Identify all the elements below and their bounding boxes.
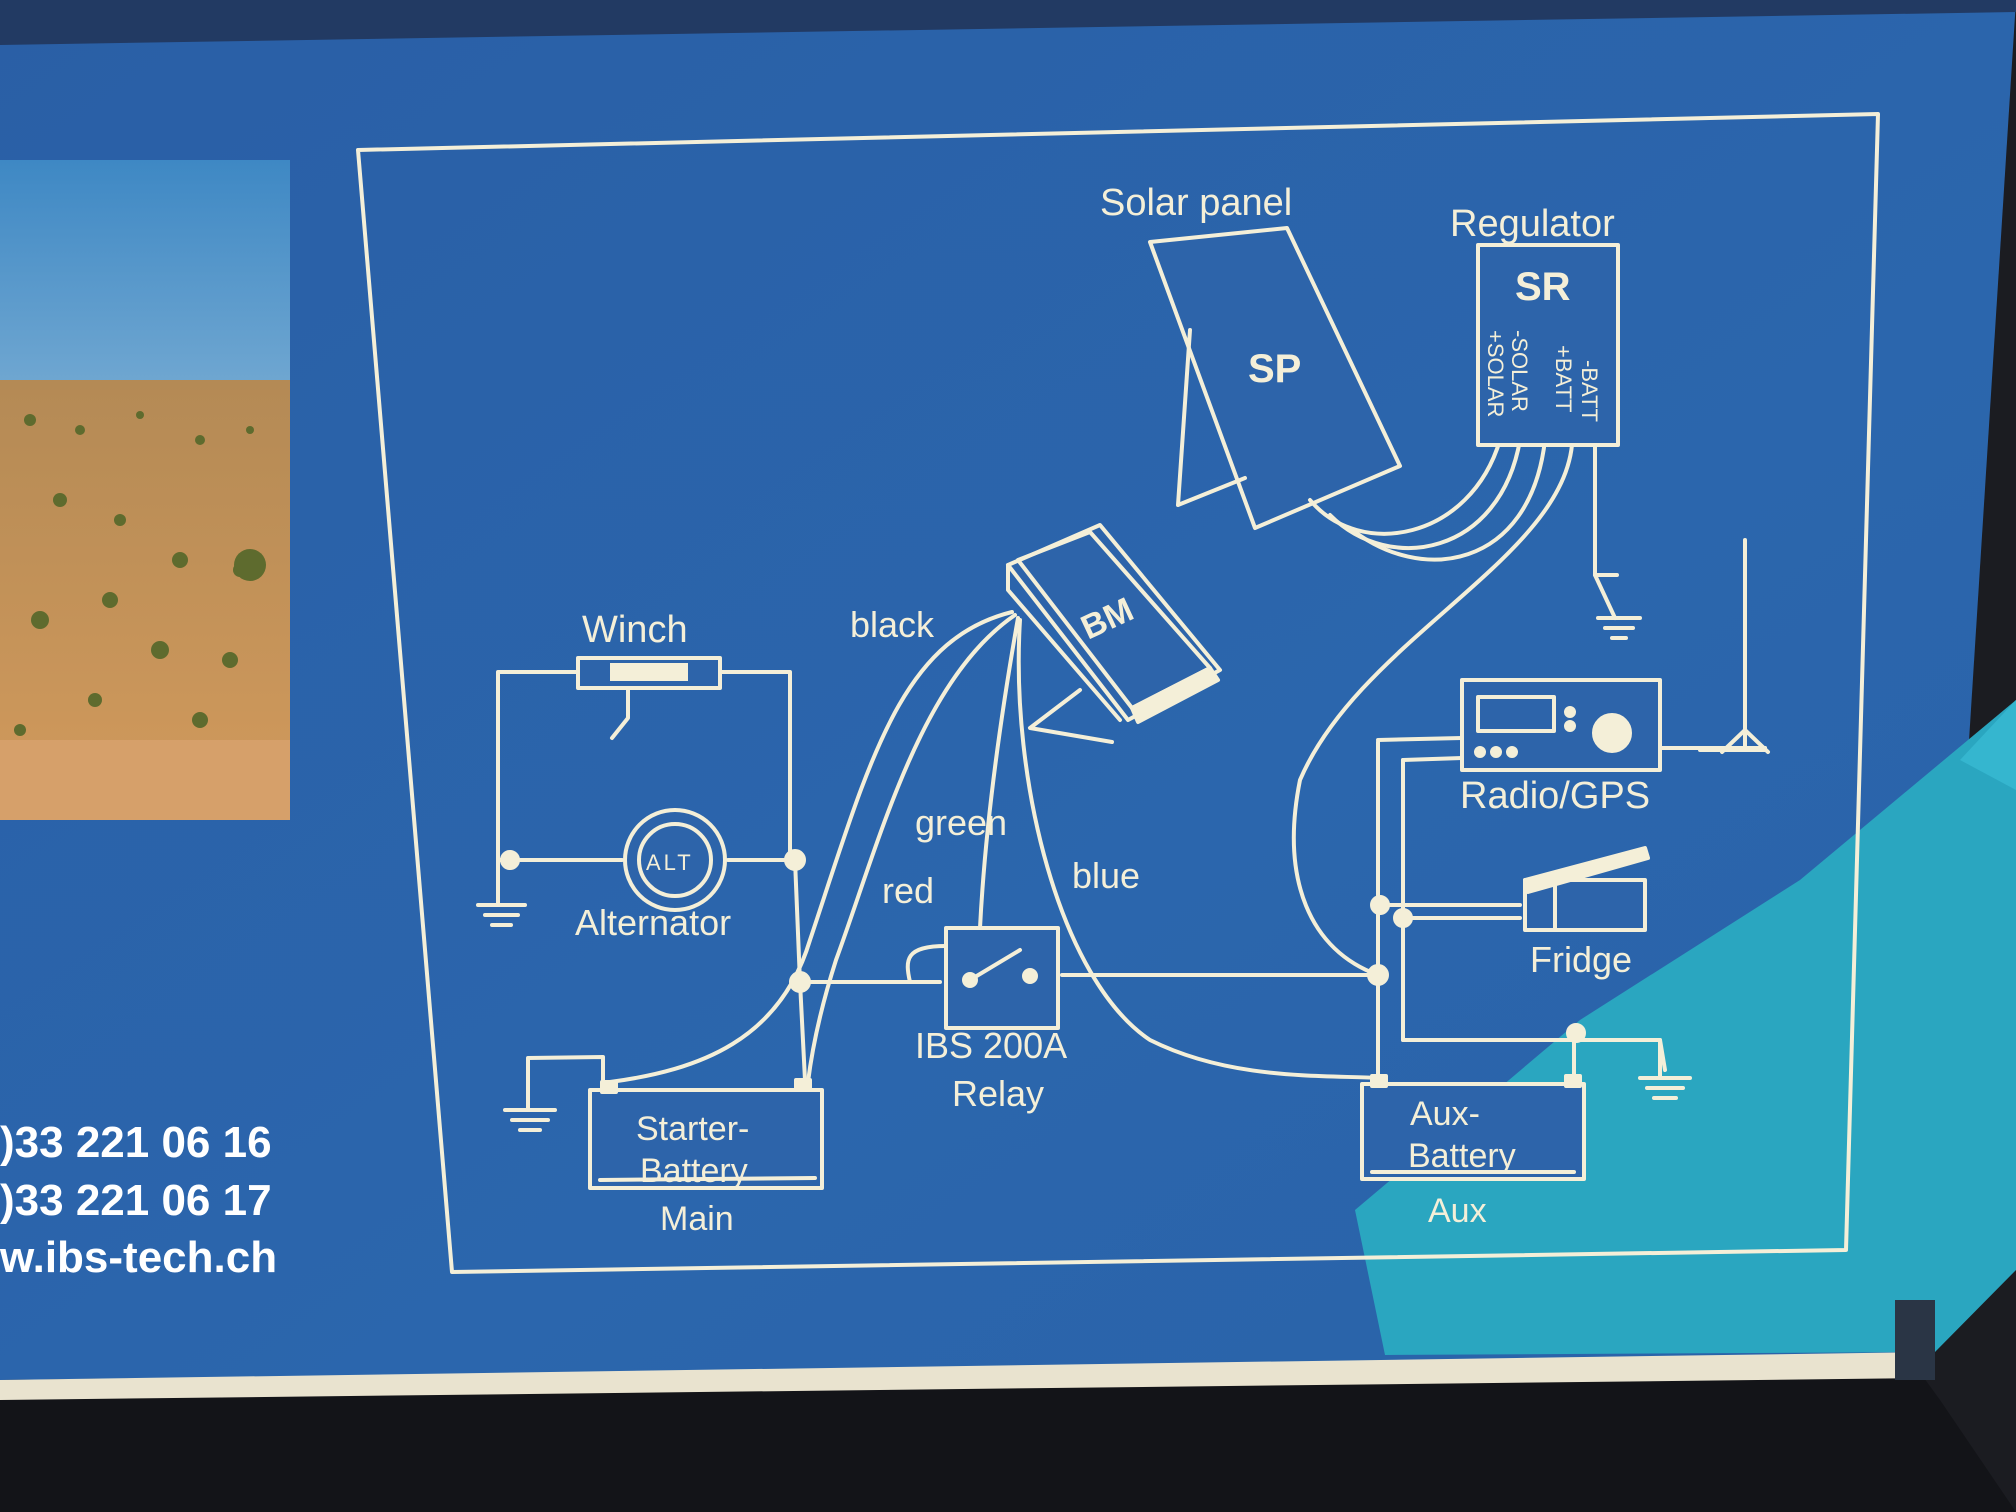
diagram-labels: Solar panel SP Regulator SR +SOLAR -SOLA…	[575, 182, 1650, 1238]
starter-battery	[503, 1055, 824, 1190]
radio-gps	[1376, 538, 1770, 772]
regulator-batt-wire	[1291, 443, 1574, 977]
aux-battery-line1: Aux-	[1410, 1095, 1480, 1133]
radio-label: Radio/GPS	[1460, 775, 1650, 817]
relay-label-line2: Relay	[952, 1073, 1044, 1114]
desert-photo	[0, 160, 290, 820]
solar-panel-code: SP	[1248, 347, 1301, 391]
aux-battery	[1360, 1038, 1586, 1181]
regulator-code: SR	[1515, 265, 1571, 309]
wire-green	[978, 616, 1020, 930]
starter-battery-line1: Starter-	[636, 1110, 749, 1148]
fridge	[1523, 846, 1650, 932]
solar-panel	[1148, 226, 1547, 562]
fax-number: )33 221 06 17	[0, 1176, 272, 1225]
winch-label: Winch	[582, 609, 688, 651]
website-url: w.ibs-tech.ch	[0, 1233, 277, 1282]
winch	[496, 656, 792, 869]
wire-green-label: green	[915, 802, 1007, 843]
alternator-badge: ALT	[646, 850, 694, 875]
wire-black-label: black	[850, 604, 935, 645]
aux-battery-line2: Battery	[1408, 1137, 1516, 1175]
starter-battery-line2: Battery	[640, 1152, 748, 1190]
wire-red	[806, 613, 1017, 1084]
ibs-relay	[905, 926, 1060, 1030]
relay-label-line1: IBS 200A	[915, 1025, 1067, 1066]
terminal-plus-batt: +BATT	[1551, 345, 1576, 412]
wire-blue	[1016, 618, 1380, 1080]
regulator-label: Regulator	[1450, 203, 1615, 245]
wire-black	[608, 610, 1014, 1084]
starter-battery-caption: Main	[660, 1200, 734, 1238]
fridge-label: Fridge	[1530, 939, 1632, 980]
solar-panel-label: Solar panel	[1100, 182, 1292, 224]
wire-blue-label: blue	[1072, 855, 1140, 896]
aux-battery-caption: Aux	[1428, 1192, 1487, 1230]
alternator-label: Alternator	[575, 902, 731, 943]
alternator	[476, 808, 806, 927]
wire-red-label: red	[882, 870, 934, 911]
terminal-plus-solar: +SOLAR	[1483, 330, 1508, 417]
phone-number: )33 221 06 16	[0, 1118, 272, 1167]
terminal-minus-batt: -BATT	[1577, 360, 1602, 422]
battery-monitor	[1006, 523, 1222, 744]
diagram-frame	[356, 112, 1880, 1274]
terminal-minus-solar: -SOLAR	[1507, 330, 1532, 412]
wiring-diagram	[356, 112, 1880, 1274]
teal-accent	[1355, 700, 2016, 1355]
regulator-box	[1476, 243, 1642, 640]
